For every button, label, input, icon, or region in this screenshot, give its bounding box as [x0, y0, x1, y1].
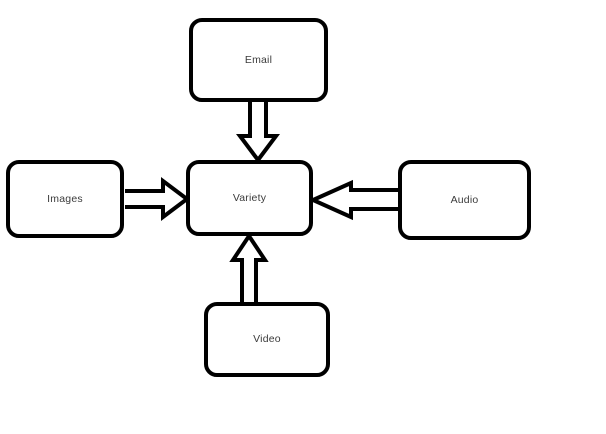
node-images-label: Images: [47, 192, 83, 205]
node-email[interactable]: Email: [189, 18, 328, 102]
node-email-label: Email: [244, 53, 273, 66]
node-video[interactable]: Video: [204, 302, 330, 377]
node-audio[interactable]: Audio: [398, 160, 531, 240]
node-images[interactable]: Images: [6, 160, 124, 238]
arrow-images-to-variety: [125, 177, 191, 222]
arrow-email-to-variety: [234, 100, 282, 164]
node-variety[interactable]: Variety: [186, 160, 313, 236]
node-audio-label: Audio: [450, 193, 479, 206]
arrow-video-to-variety: [228, 232, 270, 304]
node-variety-label: Variety: [232, 191, 267, 204]
node-video-label: Video: [253, 333, 281, 346]
arrow-audio-to-variety: [308, 179, 401, 221]
